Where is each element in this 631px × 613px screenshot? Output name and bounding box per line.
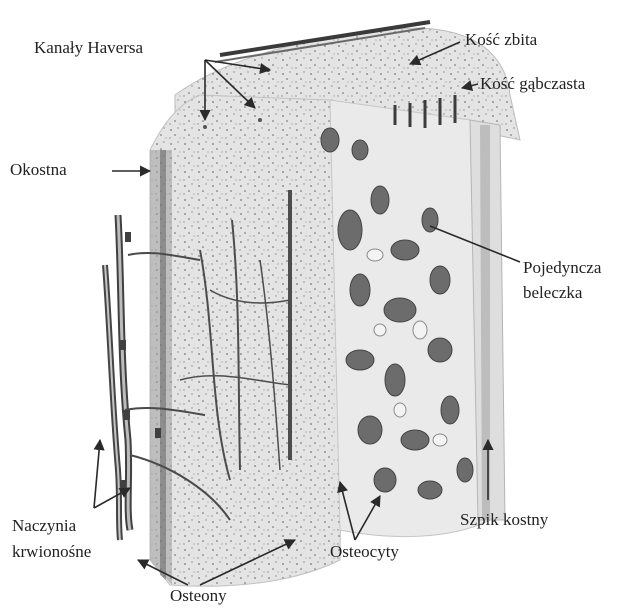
label-blood-vessels-line1: Naczynia <box>12 516 76 536</box>
label-single-trabecula-line2: beleczka <box>523 283 582 303</box>
label-periosteum: Okostna <box>10 160 67 180</box>
label-compact-bone: Kość zbita <box>465 30 537 50</box>
label-osteons: Osteony <box>170 586 227 606</box>
label-haversian-canals: Kanały Haversa <box>34 38 143 58</box>
label-single-trabecula-line1: Pojedyncza <box>523 258 601 278</box>
label-spongy-bone: Kość gąbczasta <box>480 74 585 94</box>
label-osteocytes: Osteocyty <box>330 542 399 562</box>
label-blood-vessels-line2: krwionośne <box>12 542 91 562</box>
spongy-bone <box>321 95 490 537</box>
compact-bone <box>150 95 345 586</box>
label-bone-marrow: Szpik kostny <box>460 510 548 530</box>
